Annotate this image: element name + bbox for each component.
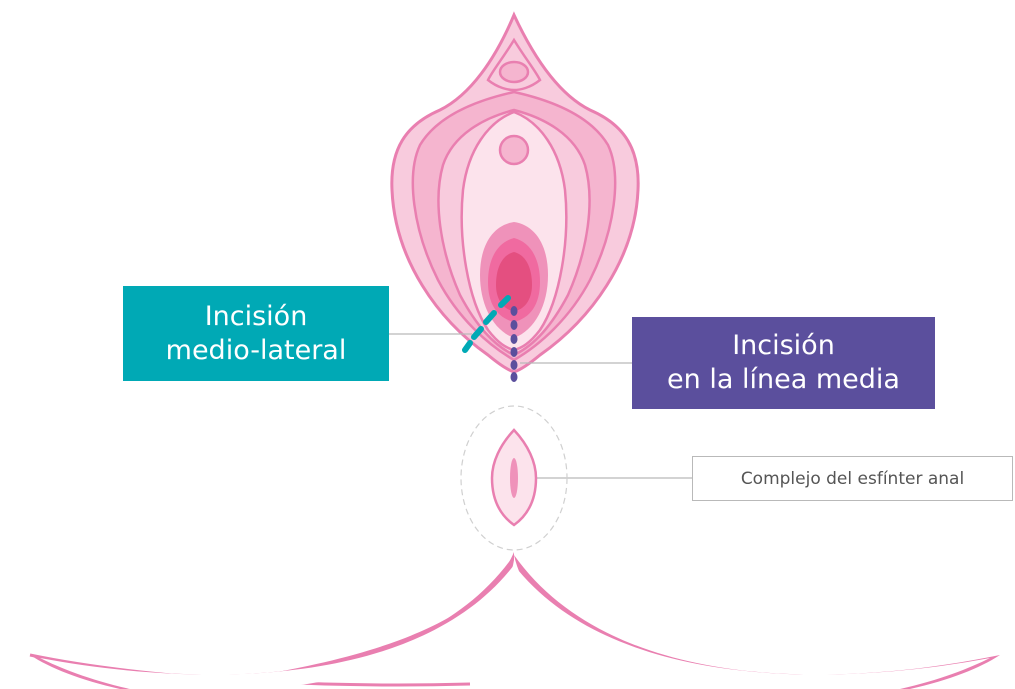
anal-sphincter-label: Complejo del esfínter anal [692,456,1013,501]
buttock-left-cut [40,565,514,689]
urethra [500,136,528,164]
mediolateral-label-line1: Incisión [205,300,308,334]
midline-label-line2: en la línea media [667,363,900,397]
mediolateral-incision-label: Incisión medio-lateral [123,286,389,381]
mediolateral-label-line2: medio-lateral [166,334,347,368]
clitoris [500,62,528,82]
midline-incision-label: Incisión en la línea media [632,317,935,409]
buttock-right-cut [514,565,990,689]
midline-label-line1: Incisión [732,329,835,363]
anus-inner [510,458,518,498]
